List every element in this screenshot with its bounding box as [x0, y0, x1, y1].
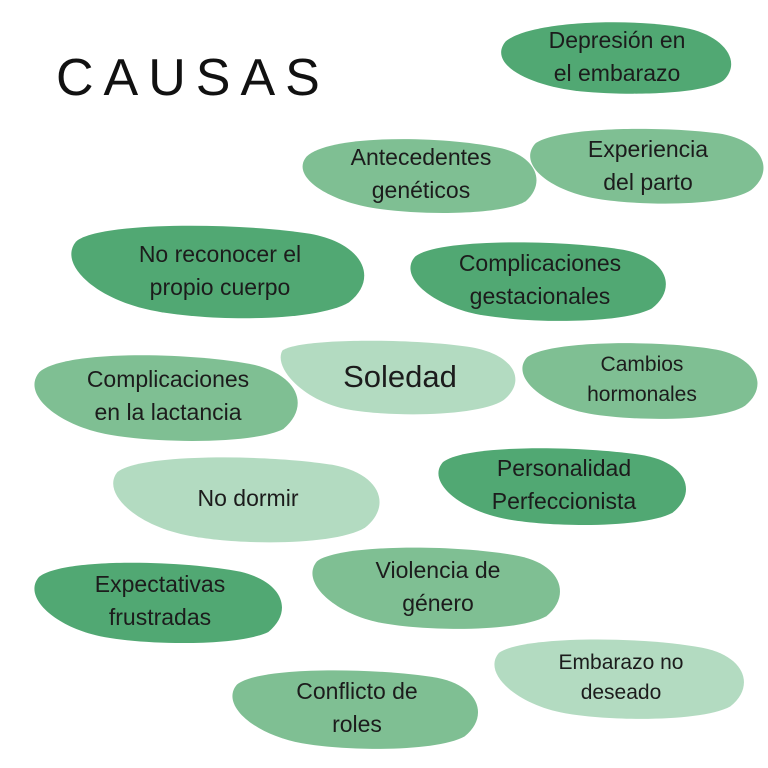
- cause-label: Experiencia del parto: [587, 135, 709, 195]
- cause-shape: [113, 457, 380, 543]
- cause-violencia: Violencia de género: [312, 544, 564, 630]
- cause-soledad: Soledad: [280, 338, 520, 416]
- cause-embarazo-no-deseado: Embarazo no deseado: [494, 636, 748, 720]
- cause-label: Violencia de género: [375, 556, 501, 616]
- cause-shape: [522, 343, 758, 419]
- cause-depresion: Depresión en el embarazo: [496, 18, 738, 96]
- cause-shape: [410, 242, 666, 321]
- cause-label: Complicaciones gestacionales: [458, 249, 622, 309]
- cause-label: No reconocer el propio cuerpo: [138, 240, 302, 300]
- cause-label: Embarazo no deseado: [558, 650, 684, 704]
- cause-antecedentes: Antecedentes genéticos: [302, 134, 540, 214]
- cause-no-reconocer: No reconocer el propio cuerpo: [70, 222, 370, 320]
- cause-label: Cambios hormonales: [587, 352, 697, 406]
- cause-label: Expectativas frustradas: [94, 570, 226, 630]
- cause-cambios: Cambios hormonales: [522, 340, 762, 420]
- cause-label: Personalidad Perfeccionista: [491, 454, 637, 514]
- cause-shape: [232, 670, 479, 749]
- cause-no-dormir: No dormir: [112, 454, 384, 544]
- cause-expectativas: Expectativas frustradas: [34, 558, 286, 644]
- cause-label: Antecedentes genéticos: [350, 143, 492, 203]
- cause-shape: [494, 639, 744, 719]
- cause-complicaciones-lactancia: Complicaciones en la lactancia: [34, 350, 302, 442]
- cause-shape: [34, 355, 298, 441]
- cause-shape: [280, 340, 516, 415]
- cause-label: Depresión en el embarazo: [548, 26, 686, 86]
- cause-experiencia: Experiencia del parto: [528, 126, 768, 206]
- cause-complicaciones-gestacionales: Complicaciones gestacionales: [410, 238, 670, 322]
- cause-personalidad: Personalidad Perfeccionista: [438, 444, 690, 526]
- cause-label: No dormir: [197, 485, 299, 512]
- cause-shape: [438, 448, 686, 525]
- page-title: CAUSAS: [56, 49, 330, 107]
- cause-conflicto: Conflicto de roles: [232, 666, 482, 750]
- cause-label: Soledad: [343, 358, 457, 394]
- cause-shape: [530, 128, 764, 204]
- cause-shape: [34, 562, 282, 644]
- cause-shape: [312, 547, 560, 629]
- cause-shape: [302, 139, 537, 213]
- cause-shape: [71, 225, 365, 319]
- cause-label: Complicaciones en la lactancia: [86, 365, 250, 425]
- cause-label: Conflicto de roles: [296, 677, 418, 737]
- cause-shape: [501, 22, 732, 94]
